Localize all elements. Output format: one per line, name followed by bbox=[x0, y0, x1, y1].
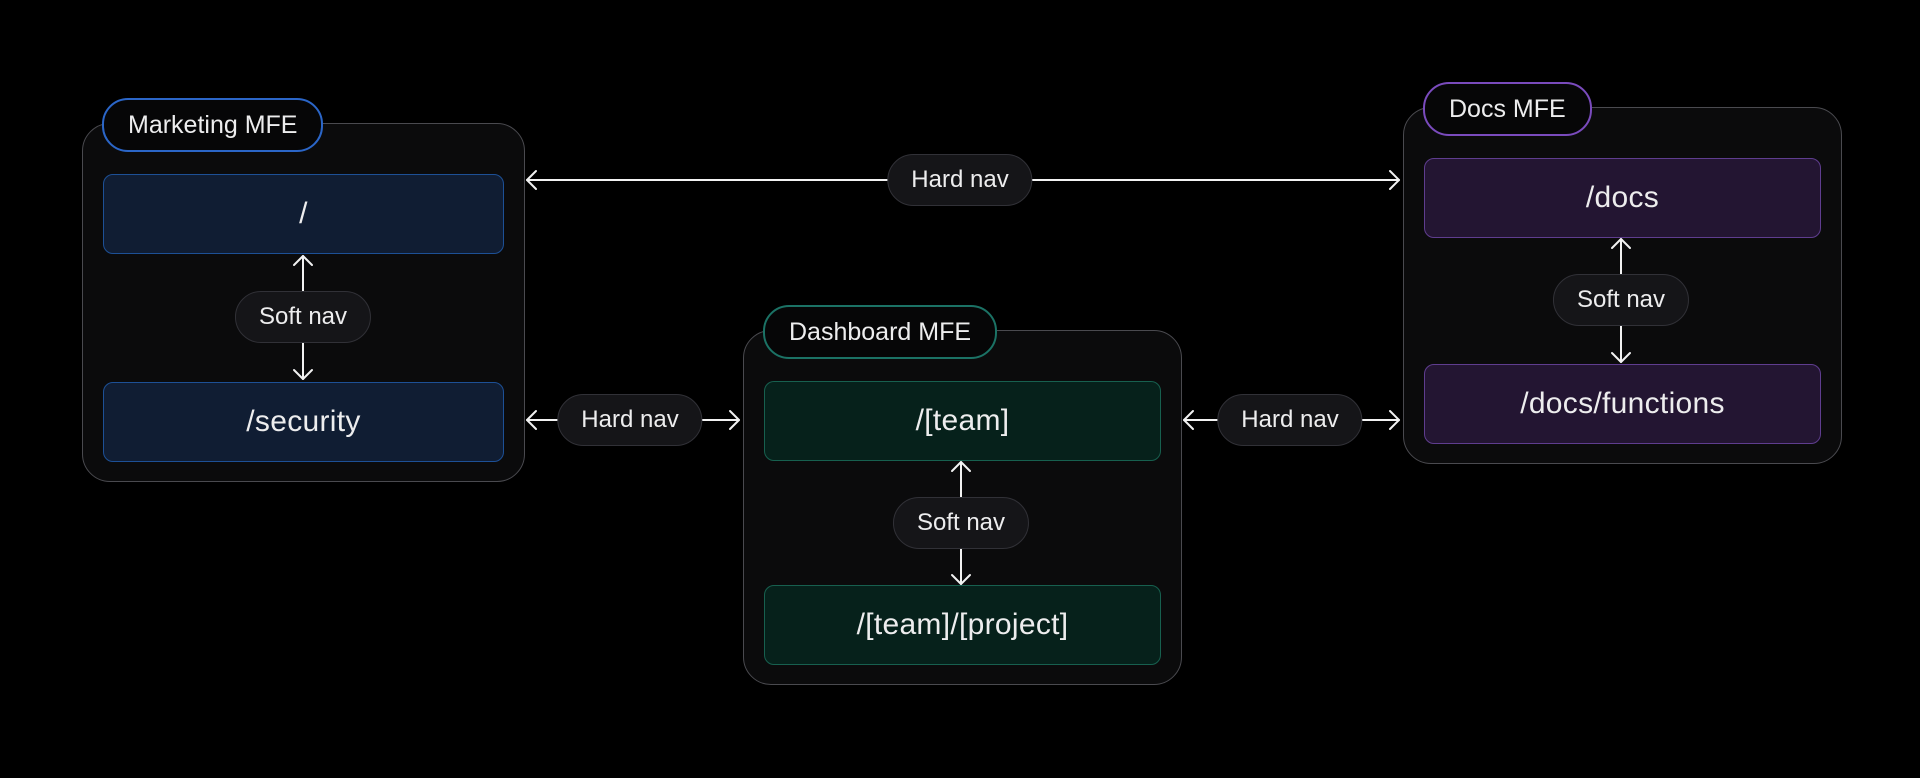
hard-nav-pill-marketing-dashboard: Hard nav bbox=[557, 394, 703, 446]
hard-nav-pill-marketing-dashboard-text: Hard nav bbox=[581, 406, 679, 433]
route-node-security: /security bbox=[103, 382, 504, 462]
soft-nav-pill-docs: Soft nav bbox=[1552, 274, 1690, 326]
dashboard-mfe-label-text: Dashboard MFE bbox=[789, 317, 972, 346]
soft-nav-pill-marketing: Soft nav bbox=[234, 291, 372, 343]
soft-nav-pill-docs-text: Soft nav bbox=[1576, 286, 1666, 313]
route-node-team: /[team] bbox=[764, 381, 1161, 461]
soft-nav-pill-dashboard: Soft nav bbox=[892, 497, 1030, 549]
route-node-docs-functions-text: /docs/functions bbox=[1520, 387, 1725, 420]
hard-nav-pill-marketing-docs-text: Hard nav bbox=[911, 166, 1009, 193]
route-node-docs-functions: /docs/functions bbox=[1424, 364, 1821, 444]
docs-mfe-label-text: Docs MFE bbox=[1449, 94, 1566, 123]
docs-mfe-group: Docs MFE /docs /docs/functions bbox=[1403, 82, 1842, 464]
route-node-team-project: /[team]/[project] bbox=[764, 585, 1161, 665]
route-node-team-project-text: /[team]/[project] bbox=[856, 608, 1069, 641]
marketing-mfe-label: Marketing MFE bbox=[102, 98, 324, 152]
docs-mfe-label: Docs MFE bbox=[1423, 82, 1592, 136]
route-node-docs: /docs bbox=[1424, 158, 1821, 238]
marketing-mfe-group: Marketing MFE / /security bbox=[82, 98, 525, 482]
marketing-mfe-label-text: Marketing MFE bbox=[128, 110, 298, 139]
soft-nav-pill-dashboard-text: Soft nav bbox=[916, 509, 1006, 536]
soft-nav-pill-marketing-text: Soft nav bbox=[258, 303, 348, 330]
hard-nav-pill-marketing-docs: Hard nav bbox=[887, 154, 1033, 206]
route-node-docs-text: /docs bbox=[1585, 181, 1660, 214]
route-node-root: / bbox=[103, 174, 504, 254]
hard-nav-pill-dashboard-docs-text: Hard nav bbox=[1241, 406, 1339, 433]
dashboard-mfe-label: Dashboard MFE bbox=[763, 305, 998, 359]
route-node-security-text: /security bbox=[246, 405, 361, 438]
route-node-team-text: /[team] bbox=[915, 404, 1010, 437]
hard-nav-pill-dashboard-docs: Hard nav bbox=[1217, 394, 1363, 446]
route-node-root-text: / bbox=[299, 197, 308, 230]
